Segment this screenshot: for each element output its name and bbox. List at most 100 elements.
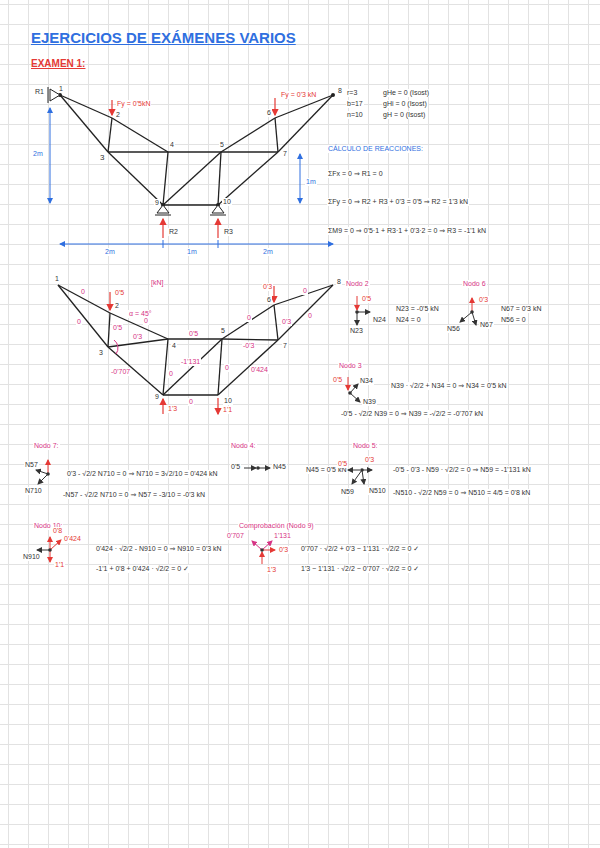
truss-members [60, 95, 333, 205]
load-arrows [110, 286, 274, 414]
note-text: -0'5 - 0'3 - N59 · √2/2 = 0 ⇒ N59 = -1'1… [392, 466, 532, 474]
note-text: 0 [80, 288, 86, 296]
note-text: EXAMEN 1: [30, 58, 86, 69]
note-text: 9 [154, 199, 160, 207]
note-text: 5 [220, 327, 226, 335]
note-text: Nodo 5: [352, 442, 379, 450]
note-text: -0'3 [242, 342, 255, 350]
note-text: 0'424 [63, 535, 82, 543]
note-text: 0'3 - √2/2 N710 = 0 ⇒ N710 = 3√2/10 = 0'… [66, 470, 219, 478]
note-text: Comprobación (Nodo 9) [238, 522, 315, 530]
note-text: N67 [479, 321, 494, 329]
note-text: 5 [219, 141, 225, 149]
note-text: Nodo 3 [338, 362, 363, 370]
note-text: 0'5 [114, 289, 125, 297]
note-text: 6 [266, 109, 272, 117]
note-text: N24 = 0 [395, 316, 422, 324]
note-text: R1 [34, 88, 45, 96]
note-text: N23 = -0'5 kN [395, 305, 440, 313]
note-text: gHi = 0 (Isost) [382, 100, 428, 108]
load-arrows [112, 98, 275, 238]
note-text: 1'3 [167, 405, 178, 413]
note-text: 3 [98, 349, 104, 357]
note-text: N56 = 0 [500, 316, 527, 324]
note-text: 4 [169, 141, 175, 149]
note-text: ΣM9 = 0 ⇒ 0'5·1 + R3·1 + 0'3·2 = 0 ⇒ R3 … [327, 227, 487, 235]
support-symbol [48, 87, 226, 215]
note-text: α = 45° [128, 310, 153, 318]
note-text: [kN] [150, 279, 164, 287]
note-text: 8 [337, 87, 343, 95]
truss-members [58, 285, 333, 395]
note-text: Nodo 2 [345, 280, 370, 288]
note-text: 0'3 [478, 296, 489, 304]
note-text: 1m [186, 248, 198, 256]
note-text: 0 [188, 398, 194, 406]
note-text: -N510 - √2/2 N59 = 0 ⇒ N510 = 4/5 = 0'8 … [392, 489, 531, 497]
note-text: Nodo 4: [230, 442, 257, 450]
note-text: 0'707 [226, 532, 245, 540]
note-text: N23 [349, 327, 364, 335]
note-text: N59 [340, 488, 355, 496]
note-text: 0 [143, 317, 149, 325]
note-text: N45 [272, 463, 287, 471]
note-text: 2m [262, 248, 274, 256]
note-text: N24 [372, 316, 387, 324]
note-text: 0'5 [361, 295, 372, 303]
note-text: n=10 [346, 111, 364, 119]
note-text: N910 [22, 553, 41, 561]
note-text: Fy = 0'5kN [116, 100, 151, 108]
note-text: 10 [222, 198, 232, 206]
note-text: 0'5 [332, 376, 343, 384]
note-text: 0'8 [52, 527, 63, 535]
note-text: 7 [282, 342, 288, 350]
note-text: N39 [362, 398, 377, 406]
note-text: -0'5 - √2/2 N39 = 0 ⇒ N39 = -√2/2 = -0'7… [340, 410, 484, 418]
note-text: 0'707 · √2/2 + 0'3 − 1'131 · √2/2 = 0 ✓ [300, 545, 420, 553]
note-text: 4 [171, 342, 177, 350]
note-text: 0'3 [281, 318, 292, 326]
note-text: 6 [266, 296, 272, 304]
note-text: 0 [302, 287, 308, 295]
note-text: 0 [168, 370, 174, 378]
note-text: 0 [76, 318, 82, 326]
note-text: 0'3 [262, 283, 273, 291]
note-text: R2 [168, 228, 179, 236]
note-text: gH = 0 (Isost) [382, 111, 426, 119]
note-text: 0 [246, 314, 252, 322]
note-text: 3 [99, 154, 105, 163]
note-text: 0'5 [112, 324, 123, 332]
note-text: 2 [114, 302, 120, 310]
note-text: 0'3 [132, 333, 143, 341]
note-text: 1'3 [266, 566, 277, 574]
note-text: 0 [224, 364, 230, 372]
note-text: gHe = 0 (Isost) [382, 89, 430, 97]
note-text: 7 [282, 150, 288, 158]
note-text: N57 [24, 461, 39, 469]
note-text: -1'131 [180, 358, 201, 366]
note-text: 0'5 [188, 330, 199, 338]
note-text: 8 [336, 278, 342, 286]
note-text: 2 [115, 111, 121, 119]
note-text: ΣFx = 0 ⇒ R1 = 0 [327, 170, 384, 178]
note-text: N510 [368, 487, 387, 495]
page-title: EJERCICIOS DE EXÁMENES VARIOS [30, 30, 297, 47]
note-text: N39 · √2/2 + N34 = 0 ⇒ N34 = 0'5 kN [390, 382, 508, 390]
note-text: 0'424 · √2/2 - N910 = 0 ⇒ N910 = 0'3 kN [95, 545, 223, 553]
note-text: 1 [54, 275, 60, 283]
dimension-lines [50, 108, 333, 248]
note-text: 0'3 [278, 546, 289, 554]
note-text: N67 = 0'3 kN [500, 305, 542, 313]
note-text: 2m [104, 248, 116, 256]
note-text: 1'131 [273, 532, 292, 540]
note-text: -0'707 [110, 368, 131, 376]
note-text: Fy = 0'3 kN [280, 91, 317, 99]
note-text: 9 [154, 393, 160, 401]
note-text: -N57 - √2/2 N710 = 0 ⇒ N57 = -3/10 = -0'… [62, 491, 206, 499]
note-text: 0'5 [230, 463, 241, 471]
note-text: 2m [32, 150, 44, 158]
note-text: R3 [223, 228, 234, 236]
note-text: 0'424 [250, 366, 269, 374]
free-body-arrows [36, 296, 476, 564]
note-text: Nodo 6 [462, 280, 487, 288]
